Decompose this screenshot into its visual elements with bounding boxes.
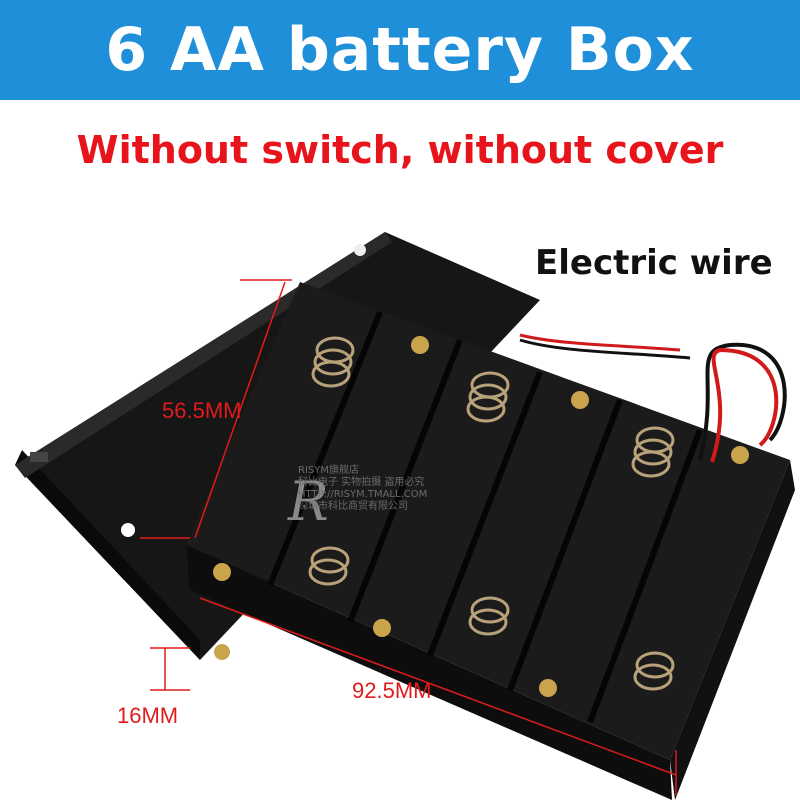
- watermark-logo: R: [288, 470, 329, 533]
- title-banner: 6 AA battery Box: [0, 0, 800, 100]
- front-box: [186, 282, 790, 760]
- watermark-text: RISYM旗舰店 科比电子 实物拍摄 盗用必究 HTTP://RISYM.TMA…: [298, 465, 427, 513]
- height-dimension: 56.5MM: [162, 398, 242, 423]
- banner-title: 6 AA battery Box: [105, 15, 695, 85]
- watermark-line: 科比电子 实物拍摄 盗用必究: [298, 477, 425, 488]
- watermark-line: RISYM旗舰店: [298, 465, 359, 476]
- length-dimension: 92.5MM: [352, 678, 432, 703]
- watermark-line: 深圳市科比商贸有限公司: [298, 501, 408, 512]
- watermark-line: HTTP://RISYM.TMALL.COM: [298, 489, 428, 500]
- wire-label: Electric wire: [535, 243, 773, 283]
- subtitle: Without switch, without cover: [76, 128, 724, 172]
- thickness-dimension: 16MM: [117, 703, 179, 728]
